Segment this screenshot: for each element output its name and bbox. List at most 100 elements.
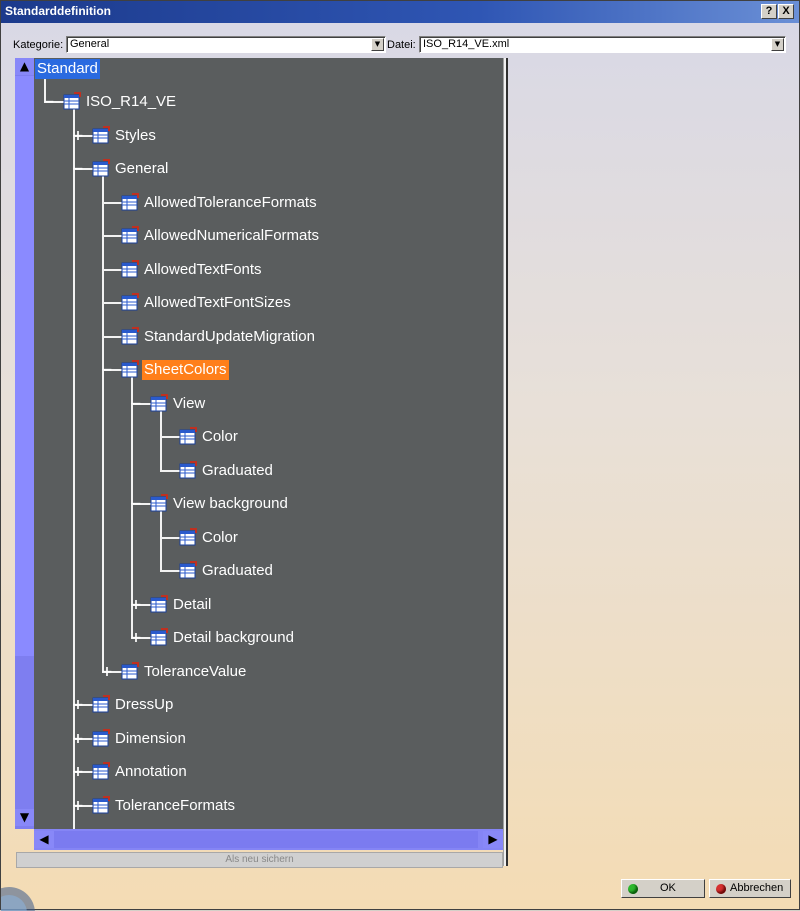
- tree-node[interactable]: − View: [130, 393, 490, 415]
- scrollbar-thumb[interactable]: [15, 76, 34, 656]
- tree-node[interactable]: − General: [72, 158, 432, 180]
- tree-node[interactable]: AllowedTextFontSizes: [101, 292, 461, 314]
- scroll-up-icon[interactable]: ▲: [15, 58, 34, 75]
- tree-node-label[interactable]: DressUp: [115, 696, 174, 713]
- table-icon: [92, 762, 110, 780]
- tree-node[interactable]: − ISO_R14_VE: [43, 91, 403, 113]
- tree-node[interactable]: AllowedToleranceFormats: [101, 192, 461, 214]
- tree-node[interactable]: + Annotation: [72, 761, 432, 783]
- tree-node-label[interactable]: AllowedTextFonts: [144, 261, 262, 278]
- expand-icon[interactable]: +: [130, 597, 142, 613]
- scrollbar-thumb[interactable]: [54, 831, 478, 848]
- tree-connector-line: [160, 436, 180, 438]
- tree-root-standard[interactable]: Standard: [35, 59, 100, 79]
- collapse-icon[interactable]: −: [130, 396, 142, 412]
- tree-connector-line: [102, 336, 122, 338]
- tree-connector-line: [73, 805, 93, 807]
- scroll-left-icon[interactable]: ◀: [34, 831, 54, 848]
- tree-node-label[interactable]: Dimension: [115, 730, 186, 747]
- tree-node[interactable]: + ToleranceFormats: [72, 795, 432, 817]
- tree-node-label[interactable]: ToleranceFormats: [115, 797, 236, 814]
- tree-node[interactable]: StandardUpdateMigration: [101, 326, 461, 348]
- chevron-down-icon[interactable]: ▼: [371, 38, 384, 51]
- tree-node[interactable]: Graduated: [159, 460, 503, 482]
- scroll-right-icon[interactable]: ▶: [483, 831, 503, 848]
- horizontal-scrollbar[interactable]: ◀ ▶: [34, 829, 503, 850]
- tree-node[interactable]: Graduated: [159, 560, 503, 582]
- tree-node-label[interactable]: Detail background: [173, 629, 294, 646]
- vertical-scrollbar[interactable]: ▲ ▼: [15, 58, 34, 829]
- tree-node-label[interactable]: Annotation: [115, 763, 187, 780]
- tree-connector-line: [102, 369, 122, 371]
- tree-node-label[interactable]: StandardUpdateMigration: [144, 328, 315, 345]
- tree-node-label[interactable]: Graduated: [202, 562, 273, 579]
- tree-node[interactable]: + ToleranceValue: [101, 661, 461, 683]
- tree-connector-line: [131, 503, 151, 505]
- tree-node[interactable]: + Detail background: [130, 627, 490, 649]
- cancel-button[interactable]: Abbrechen: [709, 879, 791, 898]
- expand-icon[interactable]: +: [72, 697, 84, 713]
- tree-connector-line: [44, 73, 46, 102]
- tree-node[interactable]: AllowedNumericalFormats: [101, 225, 461, 247]
- tree-node[interactable]: AllowedTextFonts: [101, 259, 461, 281]
- table-icon: [92, 729, 110, 747]
- expand-icon[interactable]: +: [72, 798, 84, 814]
- tree-node[interactable]: − SheetColors: [101, 359, 461, 381]
- file-label: Datei:: [387, 39, 416, 51]
- tree-node[interactable]: Color: [159, 527, 503, 549]
- table-icon: [121, 662, 139, 680]
- category-select[interactable]: General ▼: [66, 36, 386, 53]
- collapse-icon[interactable]: −: [72, 161, 84, 177]
- tree-node-label[interactable]: AllowedNumericalFormats: [144, 227, 320, 244]
- tree-node[interactable]: − View background: [130, 493, 490, 515]
- tree-node-label[interactable]: Styles: [115, 127, 156, 144]
- expand-icon[interactable]: +: [72, 731, 84, 747]
- tree-node-label[interactable]: View: [173, 395, 206, 412]
- tree-node[interactable]: + Detail: [130, 594, 490, 616]
- scroll-down-icon[interactable]: ▼: [15, 809, 34, 826]
- splitter[interactable]: [503, 58, 508, 866]
- tree-node-label[interactable]: Color: [202, 428, 238, 445]
- collapse-icon[interactable]: −: [130, 496, 142, 512]
- table-icon: [92, 796, 110, 814]
- tree-node[interactable]: + Styles: [72, 125, 432, 147]
- tree-connector-line: [102, 174, 104, 672]
- table-icon: [150, 628, 168, 646]
- help-button[interactable]: ?: [761, 4, 777, 19]
- tree-node[interactable]: Color: [159, 426, 503, 448]
- ok-button[interactable]: OK: [621, 879, 705, 898]
- tree-connector-line: [102, 269, 122, 271]
- tree-node-label[interactable]: ToleranceValue: [144, 663, 247, 680]
- tree-node-label[interactable]: Color: [202, 529, 238, 546]
- file-select[interactable]: ISO_R14_VE.xml ▼: [419, 36, 786, 53]
- save-as-new-button[interactable]: Als neu sichern: [16, 852, 503, 868]
- tree-node-label[interactable]: AllowedTextFontSizes: [144, 294, 291, 311]
- tree-node-label[interactable]: AllowedToleranceFormats: [144, 194, 317, 211]
- tree-node-label[interactable]: Graduated: [202, 462, 273, 479]
- tree-node-label-selected[interactable]: SheetColors: [142, 360, 229, 380]
- tree-node[interactable]: + Dimension: [72, 728, 432, 750]
- expand-icon[interactable]: +: [130, 630, 142, 646]
- collapse-icon[interactable]: −: [101, 362, 113, 378]
- tree-connector-line: [102, 235, 122, 237]
- tree-node[interactable]: + DressUp: [72, 694, 432, 716]
- table-icon: [92, 126, 110, 144]
- tree-connector-line: [73, 771, 93, 773]
- close-button[interactable]: X: [778, 4, 794, 19]
- expand-icon[interactable]: +: [72, 128, 84, 144]
- tree-node-label[interactable]: Detail: [173, 596, 212, 613]
- tree-connector-line: [73, 107, 75, 829]
- tree-connector-line: [160, 537, 180, 539]
- collapse-icon[interactable]: −: [43, 94, 55, 110]
- tree-node-label[interactable]: General: [115, 160, 169, 177]
- tree-connector-line: [160, 509, 162, 571]
- tree-node-label[interactable]: ISO_R14_VE: [86, 93, 177, 110]
- expand-icon[interactable]: +: [72, 764, 84, 780]
- window-title: Standarddefinition: [5, 4, 111, 18]
- tree-node-label[interactable]: View background: [173, 495, 288, 512]
- chevron-down-icon[interactable]: ▼: [771, 38, 784, 51]
- expand-icon[interactable]: +: [101, 664, 113, 680]
- tree-connector-line: [73, 135, 93, 137]
- cancel-dot-icon: [716, 884, 726, 894]
